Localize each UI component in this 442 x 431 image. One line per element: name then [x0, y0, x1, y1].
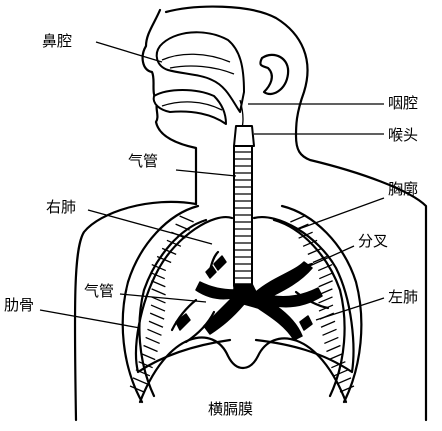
- label-left-lung: 左肺: [388, 288, 418, 306]
- rib-tick: [151, 273, 165, 279]
- rib-tick: [290, 216, 304, 222]
- rib-tick: [144, 346, 158, 352]
- rib-tick: [151, 281, 165, 287]
- rib-tick: [319, 281, 333, 287]
- rib-tick: [321, 321, 335, 327]
- rib-tick: [324, 337, 338, 343]
- label-right-lung: 右肺: [46, 198, 76, 216]
- rib-tick: [141, 354, 155, 360]
- rib-tick: [326, 346, 340, 352]
- label-trachea: 气管: [128, 152, 158, 170]
- rib-tick: [147, 329, 161, 335]
- rib-tick: [146, 337, 160, 343]
- label-pharynx: 咽腔: [388, 94, 418, 112]
- rib-tick: [151, 305, 165, 311]
- label-ribs: 肋骨: [4, 296, 34, 314]
- rib-tick: [176, 224, 190, 230]
- label-diaphragm: 横膈膜: [208, 400, 253, 418]
- label-nasal-cavity: 鼻腔: [42, 32, 72, 50]
- trachea-tube: [234, 146, 252, 286]
- rib-tick: [180, 216, 194, 222]
- rib-tick: [319, 273, 333, 279]
- label-thorax: 胸廓: [388, 180, 418, 198]
- rib-tick: [133, 378, 147, 384]
- rib-tick: [334, 370, 348, 376]
- rib-tick: [150, 313, 164, 319]
- rib-tick: [149, 321, 163, 327]
- label-bronchus: 气管: [84, 282, 114, 300]
- diaphragm-line: [140, 338, 346, 402]
- label-bifurcation: 分叉: [358, 232, 388, 250]
- rib-tick: [329, 354, 343, 360]
- rib-tick: [319, 297, 333, 303]
- rib-tick: [337, 378, 351, 384]
- label-larynx: 喉头: [388, 126, 418, 144]
- airway-upper: [154, 32, 244, 132]
- larynx-shape: [234, 126, 254, 146]
- label-group: 鼻腔 咽腔 喉头 气管 右肺 胸廓 分叉 气管 左肺 肋骨 横膈膜: [4, 32, 418, 418]
- rib-tick: [152, 289, 166, 295]
- rib-tick: [323, 329, 337, 335]
